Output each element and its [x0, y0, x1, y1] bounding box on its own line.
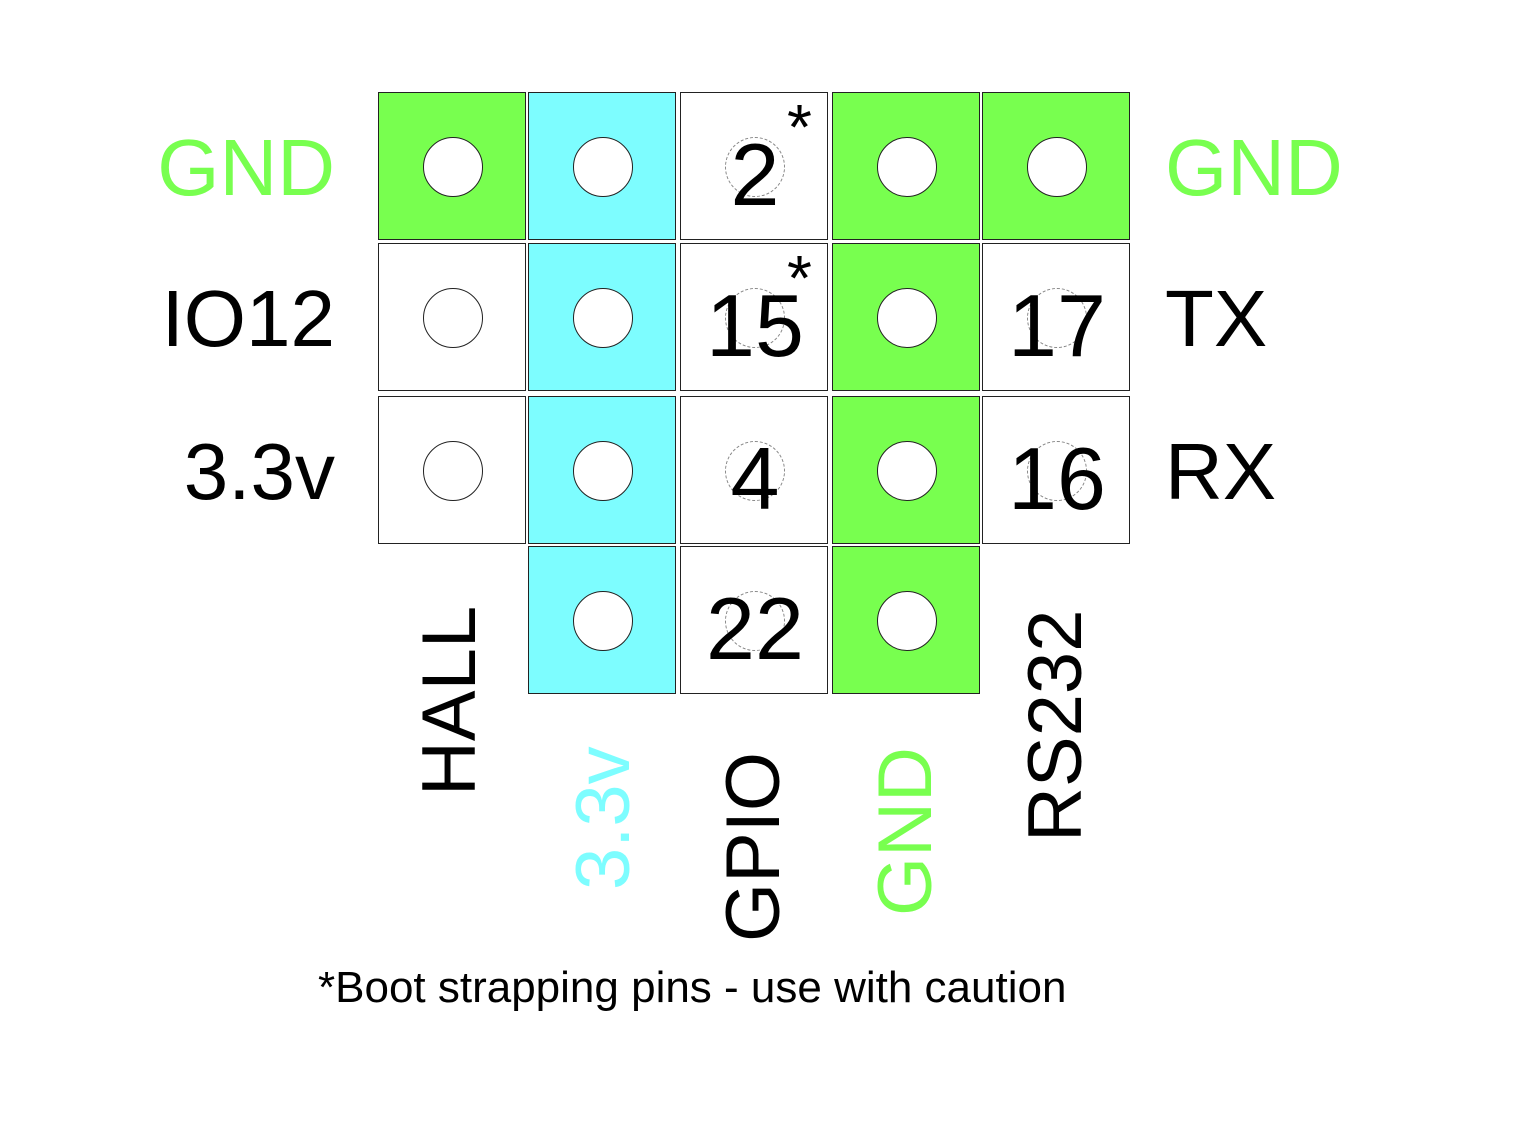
pin-hole-icon	[1027, 288, 1087, 348]
pin-hole-icon	[725, 137, 785, 197]
pin-hole-icon	[423, 288, 483, 348]
pin-cell	[528, 396, 676, 544]
pin-number: 17	[1008, 276, 1106, 375]
column-label: HALL	[407, 605, 492, 796]
pin-hole-icon	[423, 137, 483, 197]
pin-hole-icon	[877, 137, 937, 197]
pin-cell: 15*	[680, 243, 828, 391]
pin-number: 22	[706, 579, 804, 678]
footnote: *Boot strapping pins - use with caution	[318, 963, 1067, 1012]
pin-hole-icon	[1027, 441, 1087, 501]
pin-number: 15	[706, 276, 804, 375]
pin-hole-icon	[423, 441, 483, 501]
pin-cell: 2*	[680, 92, 828, 240]
pin-hole-icon	[573, 288, 633, 348]
pin-hole-icon	[877, 591, 937, 651]
row-label-left: IO12	[161, 274, 335, 363]
column-label: GPIO	[711, 751, 796, 942]
pin-cell	[378, 92, 526, 240]
pin-hole-icon	[725, 591, 785, 651]
pin-hole-icon	[1027, 137, 1087, 197]
pin-hole-icon	[725, 288, 785, 348]
pin-number: 16	[1008, 429, 1106, 528]
row-label-left: 3.3v	[183, 427, 335, 516]
pin-cell: 4	[680, 396, 828, 544]
row-label-left: GND	[157, 123, 335, 212]
pin-number: 4	[730, 429, 780, 528]
pin-hole-icon	[877, 288, 937, 348]
pin-cell	[378, 396, 526, 544]
pin-number: 2	[730, 125, 780, 224]
pin-cell	[528, 92, 676, 240]
pin-cell	[378, 243, 526, 391]
strap-marker: *	[787, 91, 812, 163]
pin-hole-icon	[573, 441, 633, 501]
pin-cell	[832, 546, 980, 694]
pin-cell: 22	[680, 546, 828, 694]
pin-cell	[982, 92, 1130, 240]
pin-cell	[528, 243, 676, 391]
column-label: 3.3v	[561, 746, 646, 890]
column-label: RS232	[1013, 609, 1098, 842]
pin-hole-icon	[725, 441, 785, 501]
pin-hole-icon	[573, 591, 633, 651]
row-label-right: TX	[1165, 274, 1268, 363]
pin-hole-icon	[573, 137, 633, 197]
row-label-right: GND	[1165, 123, 1343, 212]
pin-cell	[528, 546, 676, 694]
pin-cell: 16	[982, 396, 1130, 544]
pin-cell	[832, 243, 980, 391]
column-label: GND	[863, 747, 948, 916]
strap-marker: *	[787, 242, 812, 314]
pin-hole-icon	[877, 441, 937, 501]
pin-cell	[832, 92, 980, 240]
pin-cell: 17	[982, 243, 1130, 391]
pin-cell	[832, 396, 980, 544]
row-label-right: RX	[1165, 427, 1277, 516]
